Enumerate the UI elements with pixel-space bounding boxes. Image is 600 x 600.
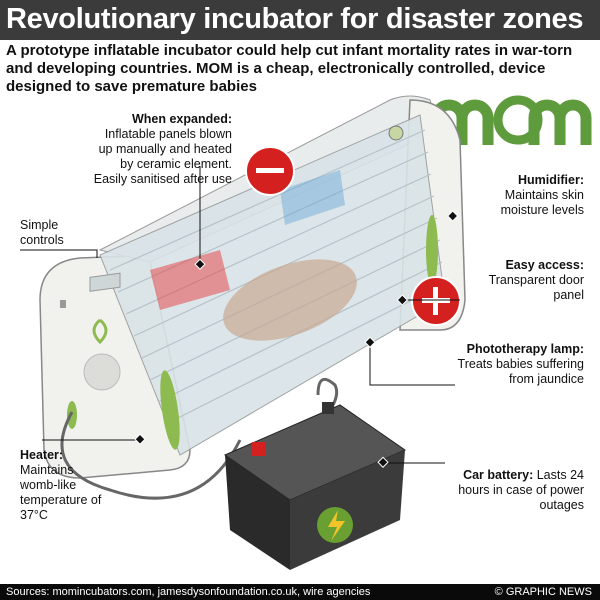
car-battery [223, 402, 407, 570]
label-humidifier: Humidifier:Maintains skin moisture level… [500, 173, 584, 217]
plus-icon [411, 276, 461, 326]
copyright-text: © GRAPHIC NEWS [494, 586, 592, 598]
label-simple-controls: Simple controls [20, 218, 64, 247]
leader-lines [20, 166, 460, 464]
label-heater: Heater:Maintains womb-like temperature o… [20, 448, 102, 522]
page-title: Revolutionary incubator for disaster zon… [6, 3, 584, 35]
label-when-expanded: When expanded: Inflatable panels blown u… [93, 112, 232, 186]
label-easy-access: Easy access:Transparent door panel [488, 258, 584, 302]
sources-text: Sources: momincubators.com, jamesdysonfo… [6, 586, 371, 598]
power-cable [60, 411, 242, 500]
minus-icon [245, 146, 295, 196]
label-car-battery: Car battery: Lasts 24 hours in case of p… [458, 468, 584, 512]
incubator-body [39, 95, 466, 479]
title-bar: Revolutionary incubator for disaster zon… [0, 0, 600, 40]
label-phototherapy-lamp: Phototherapy lamp:Treats babies sufferin… [457, 342, 584, 386]
intro-text: A prototype inflatable incubator could h… [6, 42, 573, 95]
footer: Sources: momincubators.com, jamesdysonfo… [0, 584, 600, 600]
